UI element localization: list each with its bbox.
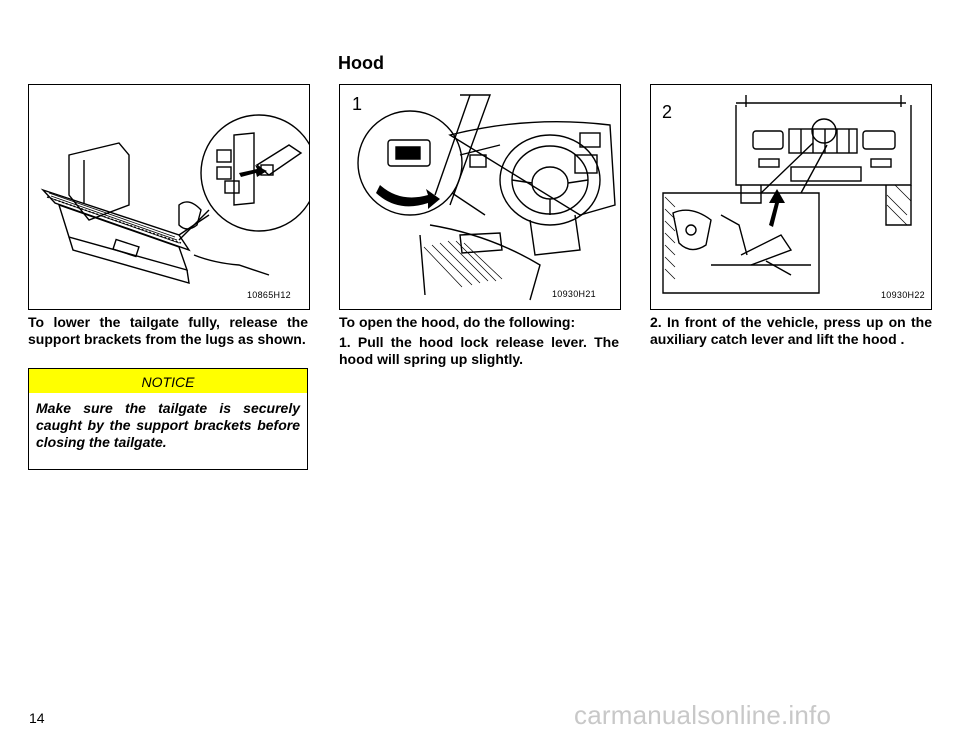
catch-lever-illustration: 2 10930H22: [650, 84, 932, 310]
figure-code: 10930H21: [552, 289, 596, 299]
figure-code: 10930H22: [881, 290, 925, 300]
hood-open-intro: To open the hood, do the following:: [339, 314, 576, 330]
notice-box: NOTICE Make sure the tailgate is securel…: [28, 368, 308, 470]
page-number: 14: [29, 710, 45, 726]
notice-text: Make sure the tailgate is securely caugh…: [36, 400, 300, 450]
hood-step-2: 2. In front of the vehicle, press up on …: [650, 314, 932, 347]
hood-lever-illustration: 1 10930H21: [339, 84, 621, 310]
figure-code: 10865H12: [247, 290, 291, 300]
catch-lever-drawing: [662, 95, 912, 294]
tailgate-drawing: [40, 114, 309, 284]
hood-lever-drawing: [357, 94, 616, 301]
section-title: Hood: [338, 53, 384, 73]
tailgate-illustration: 10865H12: [28, 84, 310, 310]
tailgate-instruction: To lower the tailgate fully, release the…: [28, 314, 308, 347]
notice-heading: NOTICE: [29, 369, 307, 393]
figure-step-number: 1: [352, 94, 363, 114]
watermark-text: carmanualsonline.info: [574, 700, 832, 730]
figure-step-number: 2: [662, 102, 673, 122]
hood-step-1: 1. Pull the hood lock release lever. The…: [339, 334, 619, 367]
